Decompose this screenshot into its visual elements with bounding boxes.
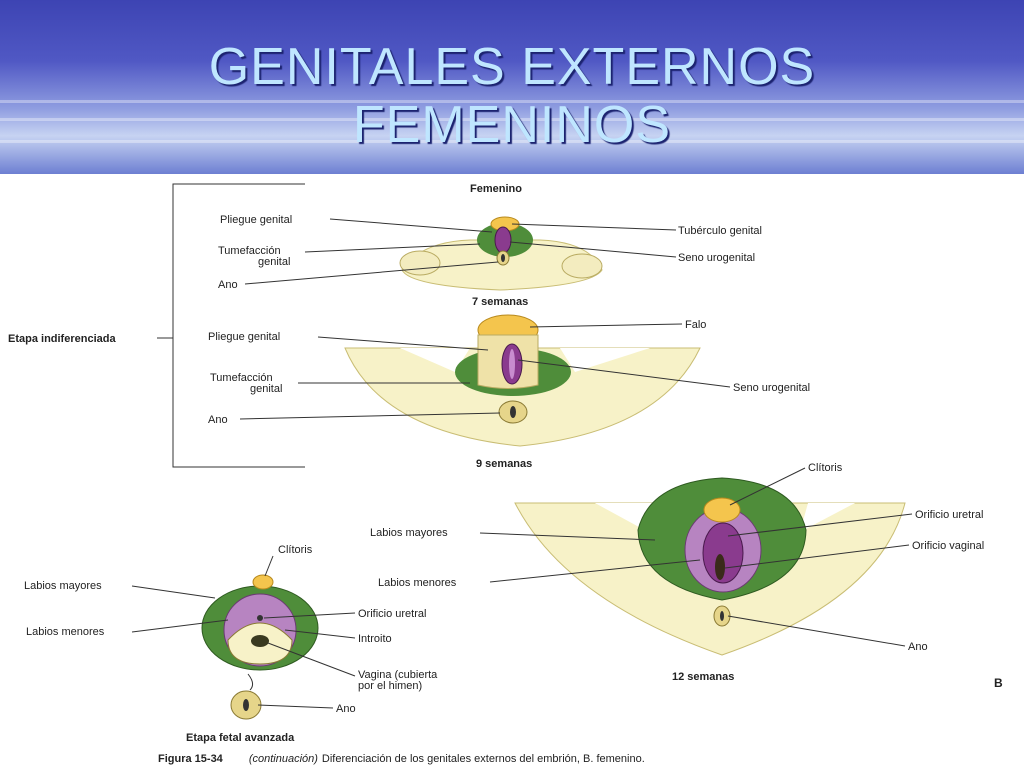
label-clitoris-late: Clítoris [278, 544, 313, 556]
caption-9-weeks: 9 semanas [476, 458, 532, 470]
leader-line [317, 336, 489, 351]
title-line-2: FEMENINOS [352, 96, 672, 154]
caption-late-stage: Etapa fetal avanzada [186, 732, 295, 744]
caption-continuation: (continuación) [249, 753, 318, 765]
stage-bracket [172, 183, 305, 468]
label-labios-mayores-late: Labios mayores [24, 580, 102, 592]
label-orificio-uretral-late: Orificio uretral [358, 608, 426, 620]
leader-line [267, 642, 356, 677]
leader-line [517, 359, 731, 388]
label-orificio-uretral-12: Orificio uretral [915, 509, 983, 521]
caption-label: Figura 15-34 [158, 753, 224, 765]
leader-line [239, 412, 501, 420]
leader-line [131, 619, 229, 633]
leader-line [509, 241, 677, 258]
leader-line [131, 585, 216, 599]
leader-line [244, 261, 499, 285]
leader-line [724, 544, 910, 569]
leader-line [727, 615, 906, 647]
label-tumefaccion-9b: genital [250, 383, 282, 395]
indifferent-stage-label: Etapa indiferenciada [8, 333, 116, 345]
label-vagina-late-2: por el himen) [358, 680, 422, 692]
label-ano-12: Ano [908, 641, 928, 653]
label-seno-7: Seno urogenital [678, 252, 755, 264]
label-falo-9: Falo [685, 319, 706, 331]
figure-caption: Figura 15-34 (continuación) Diferenciación… [158, 753, 645, 765]
leader-line [263, 612, 356, 619]
label-labios-mayores-12: Labios mayores [370, 527, 448, 539]
leader-line [729, 467, 806, 506]
drawing-7-weeks [399, 216, 603, 291]
label-introito-late: Introito [358, 633, 392, 645]
header-streak [0, 140, 1024, 143]
leader-line [511, 223, 677, 231]
label-labios-menores-late: Labios menores [26, 626, 105, 638]
drawing-9-weeks [344, 314, 701, 447]
label-tuberculo-7: Tubérculo genital [678, 225, 762, 237]
drawing-late-stage [201, 574, 319, 720]
label-labios-menores-12: Labios menores [378, 577, 457, 589]
label-tumefaccion-9a: Tumefacción [210, 372, 273, 384]
leader-line [304, 243, 481, 253]
label-pliegue-9: Pliegue genital [208, 331, 280, 343]
leader-line [479, 532, 656, 541]
caption-12-weeks: 12 semanas [672, 671, 734, 683]
label-orificio-vaginal-12: Orificio vaginal [912, 540, 984, 552]
panel-letter: B [994, 676, 1003, 690]
label-tumefaccion-7b: genital [258, 256, 290, 268]
title-line-1: GENITALES EXTERNOS [208, 38, 816, 96]
leader-line [257, 704, 334, 709]
leader-line [489, 559, 701, 583]
slide-header: GENITALES EXTERNOS FEMENINOS [0, 0, 1024, 174]
label-vagina-late-1: Vagina (cubierta [358, 669, 438, 681]
caption-text: Diferenciación de los genitales externos… [322, 753, 645, 765]
caption-7-weeks: 7 semanas [472, 296, 528, 308]
leader-line [264, 555, 274, 577]
label-seno-9: Seno urogenital [733, 382, 810, 394]
drawing-12-weeks [514, 477, 906, 656]
header-streak [0, 100, 1024, 103]
leader-line [529, 323, 683, 328]
label-tumefaccion-7a: Tumefacción [218, 245, 281, 257]
embryology-figure: Etapa indiferenciada Femenino Pliegue ge… [8, 183, 1003, 765]
label-clitoris-12: Clítoris [808, 462, 843, 474]
leader-line [284, 629, 356, 639]
label-ano-9: Ano [208, 414, 228, 426]
leader-line [727, 513, 913, 537]
header-streak [0, 118, 1024, 121]
figure-header: Femenino [470, 183, 522, 195]
slide-title: GENITALES EXTERNOS FEMENINOS [0, 38, 1024, 154]
label-pliegue-7: Pliegue genital [220, 214, 292, 226]
leader-line [329, 218, 493, 233]
label-ano-late: Ano [336, 703, 356, 715]
label-ano-7: Ano [218, 279, 238, 291]
